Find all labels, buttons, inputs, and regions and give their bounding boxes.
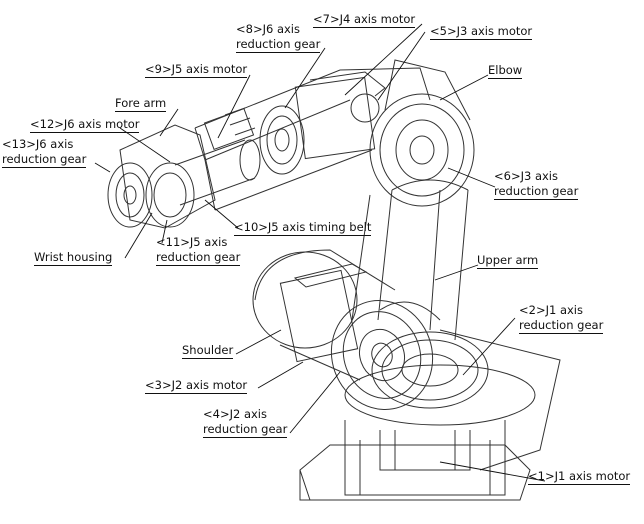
leader-j6-gear-top bbox=[284, 47, 326, 109]
label-j3-motor: <5>J3 axis motor bbox=[430, 24, 533, 40]
leader-j2-gear bbox=[289, 371, 341, 434]
label-j2-gear-line1: <4>J2 axis bbox=[203, 407, 267, 421]
leader-j5-gear bbox=[161, 219, 168, 244]
label-shoulder: Shoulder bbox=[182, 343, 234, 359]
label-j1-gear-line1: <2>J1 axis bbox=[519, 303, 583, 317]
label-j5-gear-line1: <11>J5 axis bbox=[156, 235, 228, 249]
label-j3-gear-line2: reduction gear bbox=[494, 184, 579, 200]
leader-j3-gear bbox=[447, 167, 496, 188]
shoulder-part bbox=[252, 249, 396, 381]
leader-lines bbox=[94, 23, 546, 482]
label-j6-gear-line1: <13>J6 axis bbox=[2, 137, 74, 151]
label-fore-arm: Fore arm bbox=[115, 96, 167, 112]
label-j5-gear-line2: reduction gear bbox=[156, 250, 241, 266]
label-wrist-housing: Wrist housing bbox=[34, 250, 113, 266]
label-j3-gear-line1: <6>J3 axis bbox=[494, 169, 558, 183]
label-upper-arm: Upper arm bbox=[477, 253, 539, 269]
label-j6-gear-line2: reduction gear bbox=[2, 152, 87, 168]
leader-upper-arm bbox=[434, 264, 479, 281]
leader-j6-gear bbox=[94, 162, 111, 173]
j5-timing-belt-part bbox=[174, 139, 261, 206]
label-j5-belt: <10>J5 axis timing belt bbox=[234, 220, 372, 236]
elbow-part bbox=[369, 59, 475, 207]
fore-arm-part bbox=[194, 67, 431, 211]
leader-j4-motor bbox=[344, 23, 423, 96]
label-j6-motor: <12>J6 axis motor bbox=[30, 117, 140, 133]
label-j6-gear-top-line2: reduction gear bbox=[236, 37, 321, 53]
label-j6-gear-top-line1: <8>J6 axis bbox=[236, 22, 300, 36]
leader-shoulder bbox=[235, 329, 282, 355]
wrist-housing-part bbox=[107, 124, 216, 229]
label-elbow: Elbow bbox=[488, 63, 523, 79]
base-pedestal bbox=[299, 329, 561, 501]
leader-fore-arm bbox=[159, 108, 179, 137]
leader-j6-motor bbox=[119, 127, 171, 163]
label-j5-motor: <9>J5 axis motor bbox=[145, 62, 248, 78]
j6-reduction-gear-top-part bbox=[259, 105, 305, 175]
leader-wrist-housing bbox=[124, 212, 153, 259]
label-j1-motor: <1>J1 axis motor bbox=[528, 469, 631, 485]
leader-j1-motor bbox=[439, 461, 546, 482]
motor-block-part bbox=[294, 71, 386, 160]
label-j1-gear-line2: reduction gear bbox=[519, 318, 604, 334]
leader-j5-belt bbox=[204, 199, 239, 229]
j2-reduction-gear-part bbox=[330, 300, 434, 410]
upper-arm-part bbox=[351, 179, 469, 341]
label-j4-motor: <7>J4 axis motor bbox=[313, 12, 416, 28]
leader-j5-motor bbox=[217, 74, 251, 139]
leader-j1-gear bbox=[462, 317, 516, 376]
label-j2-gear-line2: reduction gear bbox=[203, 422, 288, 438]
leader-j3-motor bbox=[377, 31, 426, 101]
label-j2-motor: <3>J2 axis motor bbox=[145, 378, 248, 394]
leader-j2-motor bbox=[257, 361, 304, 389]
leader-elbow bbox=[439, 74, 489, 101]
